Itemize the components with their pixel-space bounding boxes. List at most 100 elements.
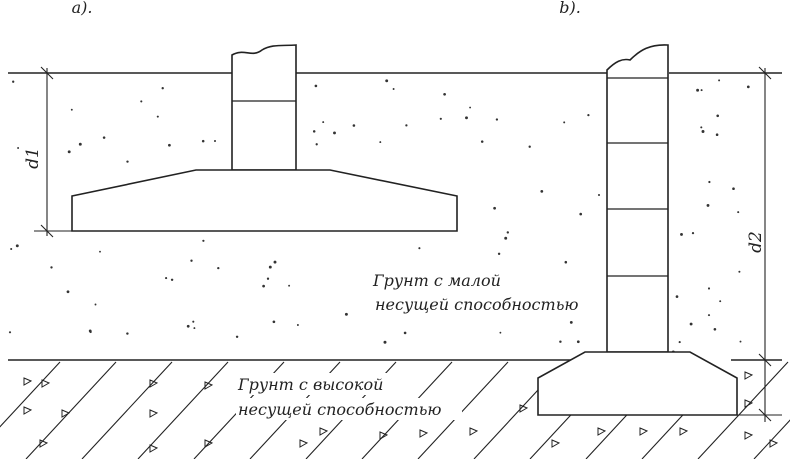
soil-dot	[102, 136, 106, 139]
soil-dot	[273, 260, 277, 264]
dimension-tick-d2-top	[758, 66, 772, 80]
soil-dot	[94, 303, 97, 306]
soil-dot	[696, 88, 700, 92]
soil-grain	[23, 406, 33, 415]
soil-dot	[201, 139, 205, 143]
soil-dot	[89, 330, 92, 334]
soil-dot	[439, 117, 442, 120]
hatch-line	[417, 361, 509, 460]
soil-dot	[718, 79, 721, 82]
soil-dot	[559, 340, 562, 343]
soil-dot	[506, 231, 509, 234]
soil-dot	[126, 332, 129, 335]
soil-dot	[312, 130, 316, 133]
soil-dot	[314, 84, 318, 88]
strong-soil-grains	[23, 371, 779, 453]
soil-dot	[737, 211, 740, 214]
soil-dot	[272, 320, 276, 324]
soil-grain	[149, 409, 159, 418]
soil-grain	[744, 431, 754, 440]
soil-grain	[41, 379, 51, 388]
soil-grain	[744, 399, 754, 408]
soil-dot	[193, 327, 196, 330]
soil-dot	[469, 106, 472, 109]
soil-dot	[186, 324, 190, 328]
caption-a: a).	[72, 0, 93, 17]
soil-dot	[707, 314, 711, 317]
soil-dot	[99, 250, 101, 253]
soil-dot	[405, 124, 408, 127]
soil-grain	[679, 427, 689, 436]
soil-grain	[299, 439, 309, 448]
soil-dot	[701, 130, 705, 133]
soil-grain	[597, 427, 607, 436]
soil-dot	[678, 341, 681, 344]
soil-grain	[204, 439, 214, 448]
soil-grain	[469, 427, 479, 436]
soil-dot	[706, 203, 710, 207]
soil-grain	[769, 439, 779, 448]
soil-dot	[344, 312, 348, 316]
soil-dot	[78, 142, 82, 146]
hatch-line	[753, 419, 790, 460]
weak-soil-label-line2: несущей способностью	[375, 295, 578, 314]
soil-grain	[379, 431, 389, 440]
soil-dot	[383, 340, 387, 344]
soil-dot	[689, 322, 693, 326]
soil-dot	[10, 247, 13, 251]
soil-dot	[465, 116, 468, 120]
footing-a	[71, 169, 458, 232]
weak-soil-label-line1: Грунт с малой	[372, 271, 501, 290]
soil-dot	[493, 206, 496, 210]
soil-dot	[540, 190, 544, 193]
soil-dot	[192, 320, 195, 323]
soil-dot	[587, 114, 590, 117]
soil-dot	[262, 284, 265, 288]
soil-dot	[140, 100, 143, 103]
soil-dot	[528, 145, 531, 148]
soil-grain	[204, 381, 214, 390]
soil-dot	[12, 80, 15, 83]
soil-dot	[213, 139, 217, 143]
dimension-tick-d2-mid	[758, 353, 772, 367]
strong-soil-label-backdrop-1	[236, 373, 414, 395]
soil-dot	[161, 87, 164, 90]
soil-dot	[66, 290, 70, 294]
soil-dot	[738, 270, 741, 273]
hatch-line	[697, 361, 789, 460]
soil-dot	[700, 89, 703, 92]
soil-dot	[156, 115, 159, 118]
soil-dot	[569, 320, 573, 324]
soil-dot	[739, 340, 742, 343]
hatch-line	[0, 361, 61, 428]
soil-dot	[504, 236, 508, 240]
soil-dot	[70, 108, 73, 111]
soil-dot	[716, 114, 720, 118]
soil-dot	[495, 118, 499, 121]
soil-dot	[202, 239, 205, 242]
foundation-a: d1	[23, 44, 458, 238]
soil-grain	[639, 427, 649, 436]
soil-dot	[597, 193, 601, 197]
soil-dot	[322, 121, 325, 124]
strong-soil-label-backdrop-2	[236, 398, 462, 420]
soil-dot	[190, 259, 193, 262]
strong-soil-label-line1: Грунт с высокой	[237, 375, 383, 394]
hatch-line	[81, 361, 173, 460]
hatch-line	[25, 361, 117, 460]
soil-dot	[8, 331, 12, 334]
soil-dot	[15, 244, 19, 248]
column-a	[231, 44, 297, 171]
column-b	[606, 44, 669, 353]
soil-grain	[23, 377, 33, 386]
soil-dot	[392, 88, 395, 90]
soil-dot	[707, 287, 711, 290]
soil-dot	[266, 277, 270, 280]
soil-dot	[268, 265, 272, 269]
soil-dot	[418, 247, 421, 250]
soil-grain	[744, 371, 754, 380]
soil-dot	[17, 147, 20, 149]
dimension-label-d1: d1	[23, 147, 43, 169]
